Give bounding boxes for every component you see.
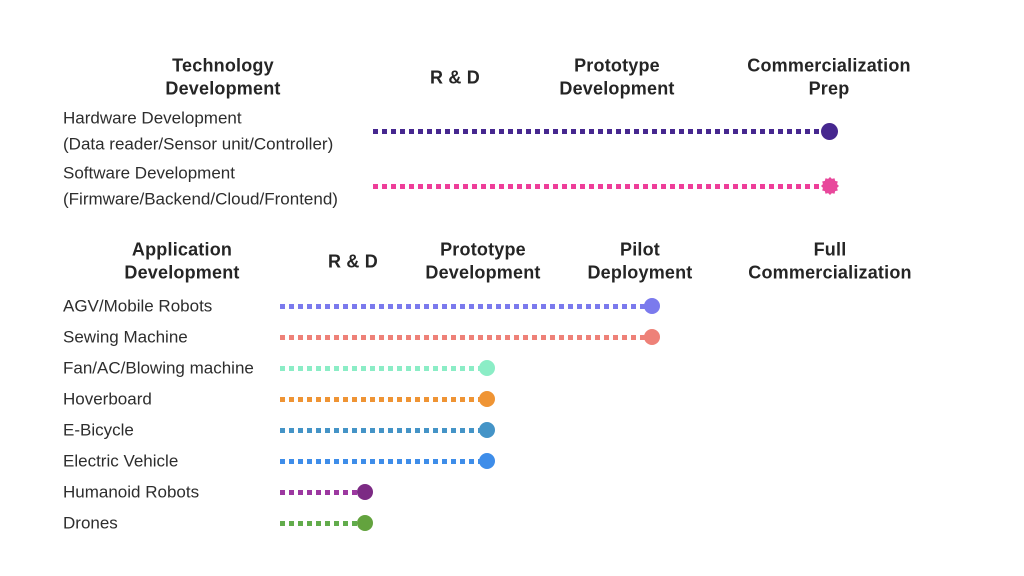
hoverboard-progress-dotted-line [280, 397, 483, 402]
header-technology-development: Technology Development [165, 55, 281, 99]
hoverboard-endpoint-circle-marker [479, 391, 495, 407]
software-progress-dotted-line [373, 184, 819, 189]
row-label-hardware: Hardware Development (Data reader/Sensor… [63, 108, 334, 154]
row-label-agv: AGV/Mobile Robots [63, 296, 213, 316]
e-bicycle-progress-dotted-line [280, 428, 483, 433]
humanoid-progress-dotted-line [280, 490, 357, 495]
drones-progress-dotted-line [280, 521, 357, 526]
fan-endpoint-circle-marker [479, 360, 495, 376]
agv-progress-dotted-line [280, 304, 645, 309]
electric-vehicle-endpoint-circle-marker [479, 453, 495, 469]
header-tech-commercialization-prep: Commercialization Prep [747, 55, 911, 99]
row-label-fan-ac: Fan/AC/Blowing machine [63, 358, 254, 378]
starburst-icon [821, 177, 839, 195]
fan-progress-dotted-line [280, 366, 483, 371]
software-endpoint-starburst-marker [821, 177, 839, 195]
row-label-software: Software Development (Firmware/Backend/C… [63, 163, 338, 209]
header-app-prototype-development: Prototype Development [425, 239, 541, 283]
sewing-progress-dotted-line [280, 335, 645, 340]
humanoid-endpoint-circle-marker [357, 484, 373, 500]
row-label-sewing-machine: Sewing Machine [63, 327, 188, 347]
header-app-pilot-deployment: Pilot Deployment [587, 239, 693, 283]
sewing-endpoint-circle-marker [644, 329, 660, 345]
header-tech-prototype-development: Prototype Development [559, 55, 675, 99]
row-label-hoverboard: Hoverboard [63, 389, 152, 409]
hardware-progress-dotted-line [373, 129, 819, 134]
row-label-electric-vehicle: Electric Vehicle [63, 451, 179, 471]
hardware-endpoint-circle-marker [821, 123, 838, 140]
e-bicycle-endpoint-circle-marker [479, 422, 495, 438]
drones-endpoint-circle-marker [357, 515, 373, 531]
agv-endpoint-circle-marker [644, 298, 660, 314]
row-label-e-bicycle: E-Bicycle [63, 420, 134, 440]
electric-vehicle-progress-dotted-line [280, 459, 483, 464]
row-label-humanoid-robots: Humanoid Robots [63, 482, 200, 502]
header-tech-rnd: R & D [430, 67, 480, 88]
header-app-rnd: R & D [328, 251, 378, 272]
row-label-drones: Drones [63, 513, 118, 533]
header-app-full-commercialization: Full Commercialization [748, 239, 912, 283]
header-application-development: Application Development [124, 239, 240, 283]
